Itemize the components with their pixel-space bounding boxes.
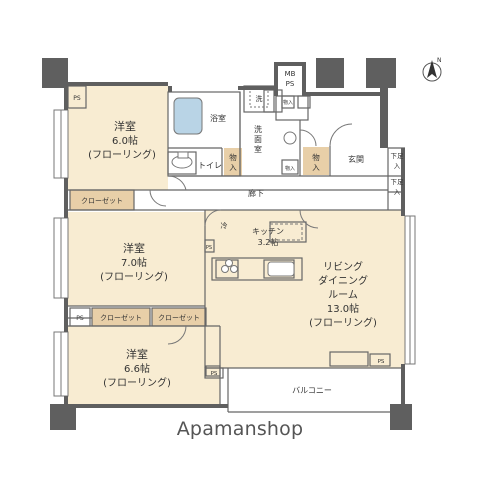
ps-label-1: PS [73, 95, 81, 102]
ldk-floor-type: (フローリング) [309, 316, 377, 329]
watermark-logo-text: Apamanshop [176, 418, 304, 440]
ldk-size: 13.0帖 [327, 302, 359, 315]
ldk-line-1: リビング [323, 260, 363, 273]
ps-label-3: PS [211, 371, 218, 377]
compass-north-icon [422, 60, 442, 82]
storage-2-label-1: 物 [312, 152, 320, 162]
closet-2-floor [92, 308, 150, 326]
closet-3-floor [152, 308, 206, 326]
interior-walls [67, 85, 408, 413]
western-room-3-size: 6.6帖 [124, 362, 150, 375]
western-room-1-size: 6.0帖 [112, 134, 138, 147]
western-room-3-name: 洋室 [126, 347, 148, 361]
washroom-label-3: 室 [254, 144, 262, 154]
door-swings [149, 123, 353, 345]
fridge-label: 冷 [221, 221, 228, 230]
kitchen-size: 3.2帖 [258, 237, 279, 247]
toilet-label: トイレ [198, 161, 222, 170]
windows [53, 109, 416, 397]
storage-2-floor [303, 147, 329, 175]
closet-2-label: クローゼット [100, 313, 142, 322]
closet-1-floor [70, 190, 134, 210]
bathroom-label: 浴室 [210, 113, 226, 123]
kitchen-name: キッチン [252, 227, 284, 236]
western-room-1-floor-type: (フローリング) [88, 148, 156, 161]
closet-3-label: クローゼット [158, 313, 200, 322]
shoe-storage-2-label-2: 入 [394, 188, 401, 196]
western-room-2-floor-type: (フローリング) [100, 270, 168, 283]
mbps-label-1: MB [285, 70, 296, 78]
storage-small-2-label: 物入 [285, 165, 295, 172]
hallway-label: 廊下 [248, 188, 264, 198]
storage-1-floor [224, 148, 242, 176]
western-room-2-name: 洋室 [123, 241, 145, 255]
storage-1-label-1: 物 [229, 152, 237, 162]
ps-label-5: PS [206, 245, 212, 251]
bathtub [173, 97, 203, 135]
washer-label: 洗 [256, 94, 263, 103]
balcony-label: バルコニー [292, 386, 332, 395]
western-room-1-name: 洋室 [114, 119, 136, 133]
structural-walls [42, 58, 412, 430]
washroom-label-1: 洗 [254, 124, 262, 134]
western-room-2-floor [68, 212, 205, 306]
western-room-3-floor [68, 326, 220, 404]
shoe-storage-1-label-2: 入 [394, 162, 401, 170]
mbps-label-2: PS [286, 80, 295, 88]
closet-1-label: クローゼット [81, 196, 123, 205]
storage-1-label-2: 入 [229, 163, 237, 172]
ps-label-4: PS [378, 359, 385, 365]
storage-small-1-label: 物入 [283, 99, 293, 106]
ldk-line-2: ダイニング [318, 274, 368, 287]
ldk-line-3: ルーム [328, 289, 358, 301]
fixtures [171, 88, 303, 277]
compass-label: N [437, 57, 442, 64]
shoe-storage-1-label-1: 下足 [391, 152, 405, 160]
storage-2-label-2: 入 [312, 163, 320, 172]
western-room-3-floor-type: (フローリング) [103, 376, 171, 389]
western-room-1-floor [68, 86, 168, 190]
washroom-label-2: 面 [254, 135, 262, 144]
ps-label-2: PS [76, 315, 84, 322]
ldk-floor [205, 210, 405, 368]
entrance-label: 玄関 [348, 154, 364, 164]
shoe-storage-2-label-1: 下足 [391, 178, 405, 186]
western-room-2-size: 7.0帖 [121, 256, 147, 269]
